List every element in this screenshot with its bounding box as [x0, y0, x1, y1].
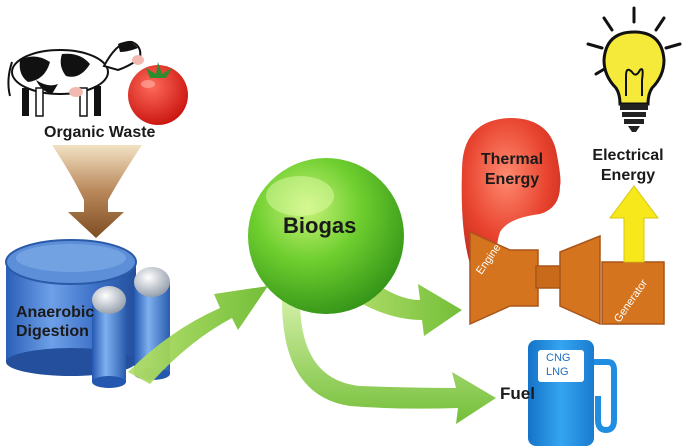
generator-shape: [601, 261, 665, 325]
thermal-energy-blob: [461, 118, 561, 264]
fuel-pump-icon: [528, 340, 617, 446]
biogas-to-fuel-arrow: [282, 300, 496, 424]
light-bulb-icon: [586, 6, 682, 132]
fuel-label: Fuel: [500, 384, 535, 403]
organic-waste-label: Organic Waste: [44, 124, 156, 141]
electrical-energy-label: Electrical Energy: [585, 146, 671, 186]
electric-arrow: [609, 185, 659, 263]
lng-label: LNG: [546, 366, 569, 378]
biogas-label: Biogas: [283, 213, 357, 238]
digester-to-biogas-arrow: [128, 286, 268, 384]
electrical-energy-text: Electrical Energy: [592, 147, 664, 184]
digester-cylinder-left: [92, 286, 126, 388]
cow-icon: [7, 40, 144, 117]
anaerobic-digestion-text: Anaerobic Digestion: [16, 304, 95, 340]
thermal-energy-label: Thermal Energy: [476, 150, 548, 190]
anaerobic-digestion-label: Anaerobic Digestion: [16, 303, 106, 341]
tomato-icon: [128, 62, 188, 125]
cng-label: CNG: [546, 352, 571, 364]
biogas-sphere: [248, 158, 404, 314]
waste-arrow: [52, 145, 142, 238]
engine-shape: [469, 230, 539, 326]
engine-generator-assembly: [469, 230, 665, 326]
thermal-energy-text: Thermal Energy: [480, 151, 544, 188]
